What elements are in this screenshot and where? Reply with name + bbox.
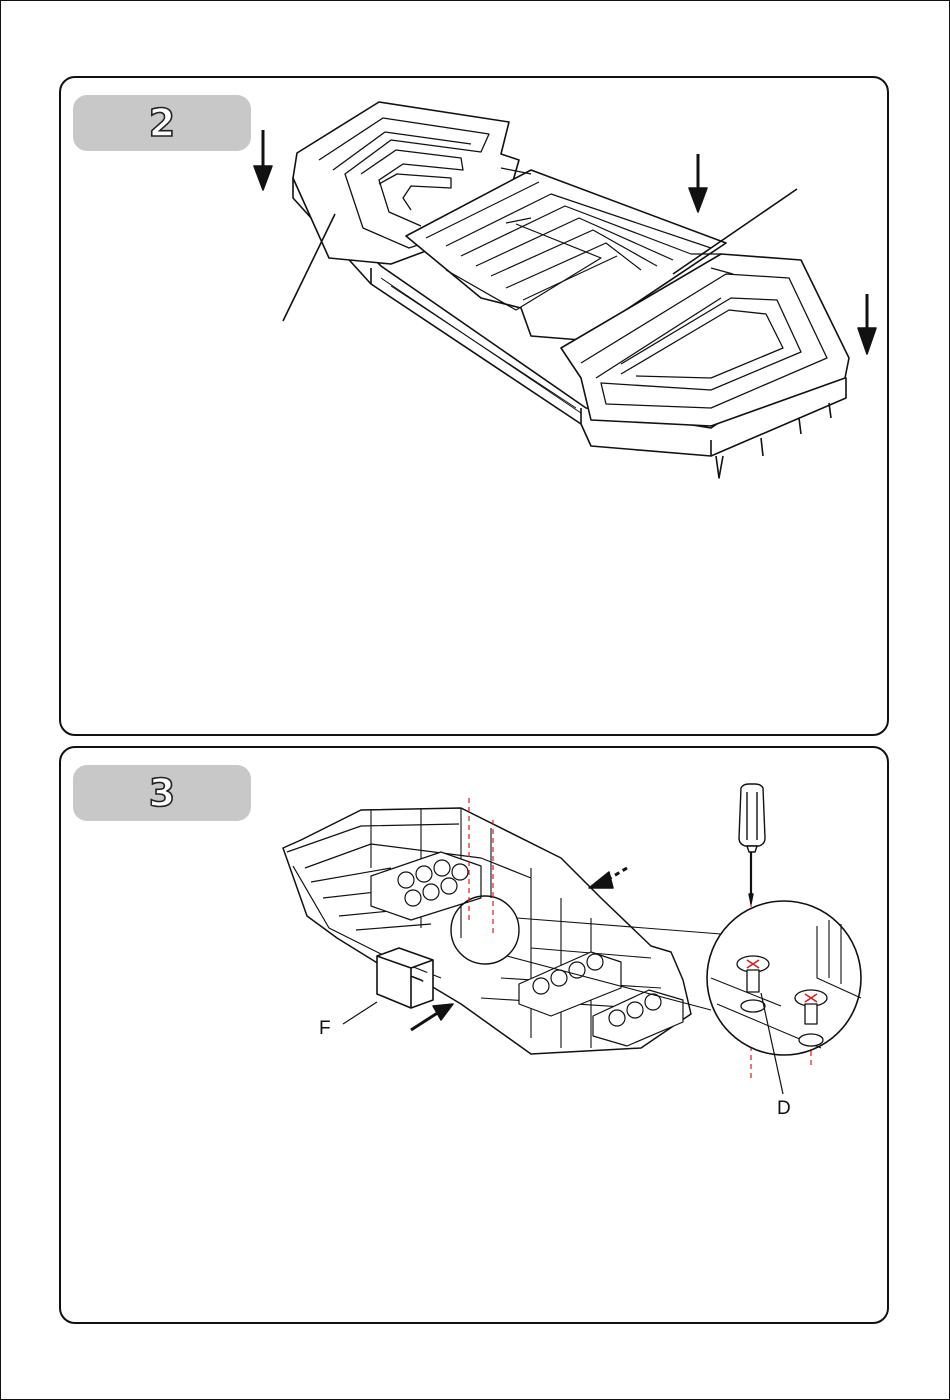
arrow-insert-dashed (589, 868, 627, 888)
step-2-illustration (61, 78, 891, 738)
leader-line-left (283, 214, 335, 321)
label-d: D (777, 1098, 791, 1120)
step-3-illustration (61, 748, 891, 1326)
arrow-down-left (254, 130, 272, 190)
arrow-down-right (858, 294, 876, 354)
screwdriver-icon (739, 784, 765, 904)
step-3-panel: 3 (59, 746, 889, 1324)
step-2-panel: 2 (59, 76, 889, 736)
arrow-insert-solid (411, 1004, 453, 1030)
label-f: F (319, 1018, 331, 1040)
leader-line-f (343, 1002, 377, 1024)
magnified-detail (707, 901, 861, 1055)
arrow-down-center (689, 154, 707, 212)
